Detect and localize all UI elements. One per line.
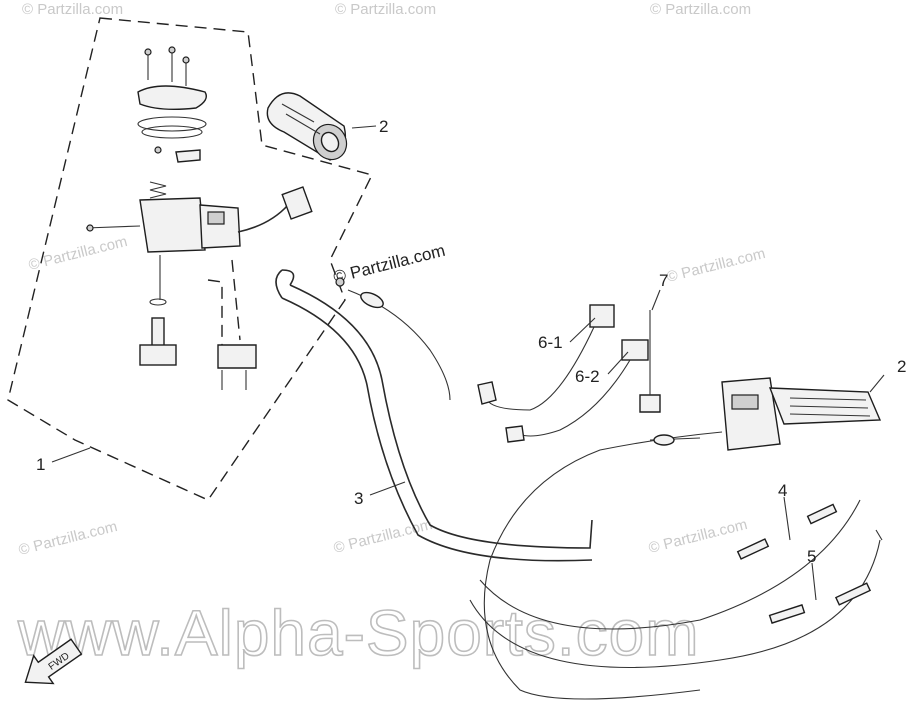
callout-2-right-grip: 2 <box>897 357 906 376</box>
watermark-partzilla: © Partzilla.com <box>17 518 119 559</box>
callout-4: 4 <box>778 481 787 500</box>
callout-6-2: 6-2 <box>575 367 600 386</box>
callout-5: 5 <box>807 547 816 566</box>
right-switch-assembly <box>477 304 882 700</box>
watermark-partzilla: © Partzilla.com <box>27 233 129 274</box>
callout-6-1: 6-1 <box>538 333 563 352</box>
watermark-alpha-sports: www.Alpha-Sports.com <box>17 597 700 669</box>
callout-2-left-grip: 2 <box>379 117 388 136</box>
assembly-outline-dashed <box>7 17 374 501</box>
watermark-partzilla: © Partzilla.com <box>332 516 434 557</box>
callout-3: 3 <box>354 489 363 508</box>
watermark-partzilla: © Partzilla.com <box>335 1 436 18</box>
watermark-partzilla: © Partzilla.com <box>647 516 749 557</box>
partzilla-watermarks: © Partzilla.com © Partzilla.com © Partzi… <box>17 1 767 559</box>
watermark-partzilla: © Partzilla.com <box>650 1 751 18</box>
watermark-partzilla: © Partzilla.com <box>22 1 123 18</box>
watermark-partzilla-center: © Partzilla.com <box>331 241 447 287</box>
left-switch-assembly <box>85 46 313 390</box>
callout-1: 1 <box>36 455 45 474</box>
callout-leaders <box>51 289 885 601</box>
control-cables <box>469 499 883 668</box>
watermark-partzilla: © Partzilla.com <box>665 245 767 286</box>
callout-7: 7 <box>659 271 668 290</box>
handlebar <box>275 269 593 562</box>
left-handlebar-grip <box>266 92 377 161</box>
